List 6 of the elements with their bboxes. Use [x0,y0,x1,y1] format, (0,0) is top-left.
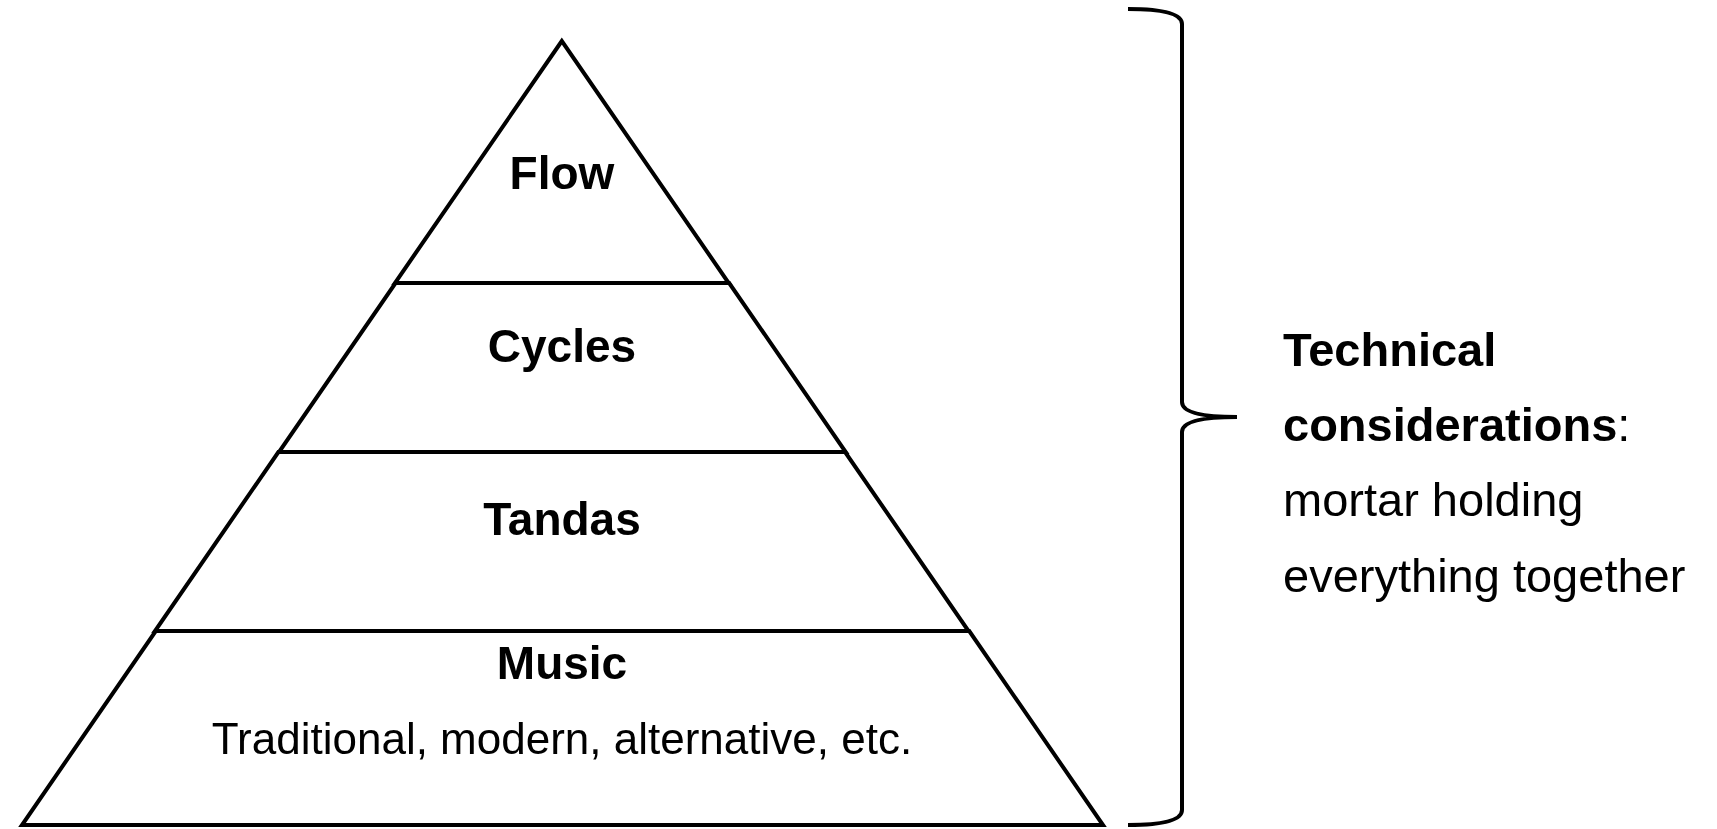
tier-label: Cycles [486,319,638,373]
tier-label: Flow [508,146,616,200]
tier-label: Music [495,636,629,690]
tier-description: Traditional, modern, alternative, etc. [210,714,914,764]
tier-label: Tandas [482,492,642,546]
annotation-text: Technical considerations: mortar holding everything together [1283,322,1687,604]
